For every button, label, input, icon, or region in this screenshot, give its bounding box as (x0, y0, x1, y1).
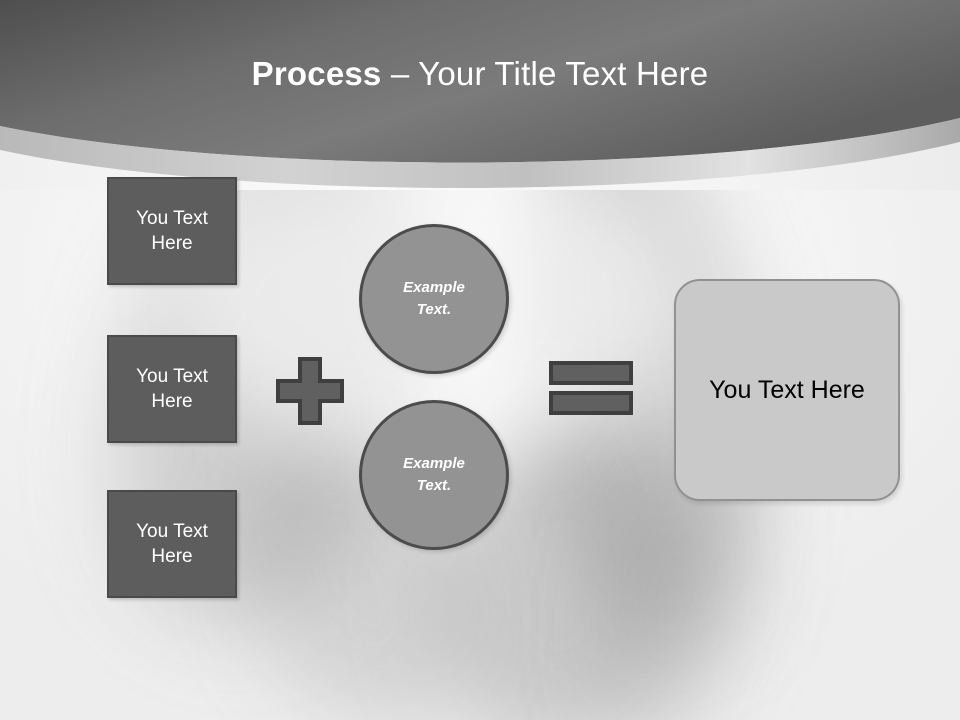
input-box-1[interactable]: You Text Here (107, 177, 237, 285)
example-circle-2-line2: Text. (416, 477, 452, 494)
page-title-strong: Process (251, 55, 382, 92)
page-title: Process – Your Title Text Here (0, 52, 960, 96)
input-box-2[interactable]: You Text Here (107, 335, 237, 443)
equals-operator[interactable] (549, 361, 633, 417)
result-box-label: You Text Here (709, 375, 865, 404)
input-box-3-line1: You Text (136, 521, 208, 542)
example-circle-2[interactable]: Example Text. (359, 400, 509, 550)
plus-operator[interactable] (276, 357, 344, 425)
equals-icon (549, 361, 633, 415)
header-banner (0, 0, 960, 190)
input-box-2-line1: You Text (136, 366, 208, 387)
header-curve-shape (0, 0, 960, 190)
input-box-1-line2: Here (151, 233, 193, 254)
example-circle-2-line1: Example (403, 455, 465, 472)
input-box-3-text: You Text Here (136, 519, 208, 569)
example-circle-2-text: Example Text. (403, 453, 465, 497)
example-circle-1-text: Example Text. (403, 277, 465, 321)
input-box-1-line1: You Text (136, 208, 208, 229)
example-circle-1-line1: Example (403, 279, 465, 296)
input-box-3[interactable]: You Text Here (107, 490, 237, 598)
example-circle-1[interactable]: Example Text. (359, 224, 509, 374)
result-box[interactable]: You Text Here (674, 279, 900, 501)
input-box-2-line2: Here (151, 391, 193, 412)
input-box-2-text: You Text Here (136, 364, 208, 414)
input-box-1-text: You Text Here (136, 206, 208, 256)
page-title-rest: – Your Title Text Here (381, 55, 709, 92)
example-circle-1-line2: Text. (416, 301, 452, 318)
input-box-3-line2: Here (151, 546, 193, 567)
plus-icon (276, 357, 344, 425)
